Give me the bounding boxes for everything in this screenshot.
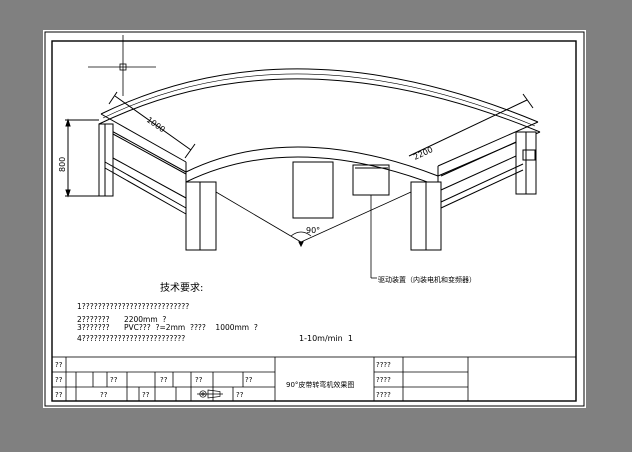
dim-height-label: 800 bbox=[58, 157, 67, 172]
tb-cell-r3c5: ?? bbox=[236, 391, 244, 399]
tech-req-speed: 1-10m/min 1 bbox=[299, 334, 353, 343]
inner-border bbox=[51, 40, 577, 402]
tech-req-line-3: 3??????? PVC??? ?=2mm ???? 1000mm ? bbox=[77, 323, 258, 332]
tech-req-title: 技术要求: bbox=[160, 281, 203, 294]
drawing-sheet: 800 1000 2200 90° 驱动装置（内装电机和变频器） 技术要求: 1… bbox=[43, 30, 586, 408]
title-block bbox=[51, 356, 577, 402]
tb-cell-r3c3: ?? bbox=[100, 391, 108, 399]
dim-radius-label: 2200 bbox=[412, 145, 434, 162]
tech-req-line-4: 4?????????????????????????? bbox=[77, 334, 185, 343]
tb-cell-r1c1: ?? bbox=[55, 361, 63, 369]
dim-width-label: 1000 bbox=[145, 115, 167, 134]
tech-req-line-2: 2??????? 2200mm ? bbox=[77, 315, 166, 324]
dim-angle-label: 90° bbox=[306, 226, 320, 235]
tb-cell-r2c6: ?? bbox=[245, 376, 253, 384]
conveyor-drawing bbox=[65, 68, 541, 279]
tb-cell-r2c3: ?? bbox=[110, 376, 118, 384]
crosshair-cursor[interactable] bbox=[88, 35, 156, 96]
projection-symbol-icon bbox=[197, 389, 223, 399]
tb-cell-r2c5: ?? bbox=[195, 376, 203, 384]
drive-callout-text: 驱动装置（内装电机和变频器） bbox=[378, 275, 476, 284]
tb-cell-r3c1: ?? bbox=[55, 391, 63, 399]
tb-cell-r2-right: ???? bbox=[376, 376, 391, 384]
tb-cell-r3-right: ???? bbox=[376, 391, 391, 399]
tb-cell-r1-right: ???? bbox=[376, 361, 391, 369]
drawing-name: 90°皮带转弯机效果图 bbox=[286, 380, 354, 389]
tb-cell-r2c1: ?? bbox=[55, 376, 63, 384]
outer-border bbox=[44, 31, 585, 407]
cad-drawing: 800 1000 2200 90° 驱动装置（内装电机和变频器） 技术要求: 1… bbox=[44, 31, 585, 407]
tb-cell-r3c4: ?? bbox=[142, 391, 150, 399]
tb-cell-r2c4: ?? bbox=[160, 376, 168, 384]
tech-req-line-1: 1??????????????????????????? bbox=[77, 302, 189, 311]
